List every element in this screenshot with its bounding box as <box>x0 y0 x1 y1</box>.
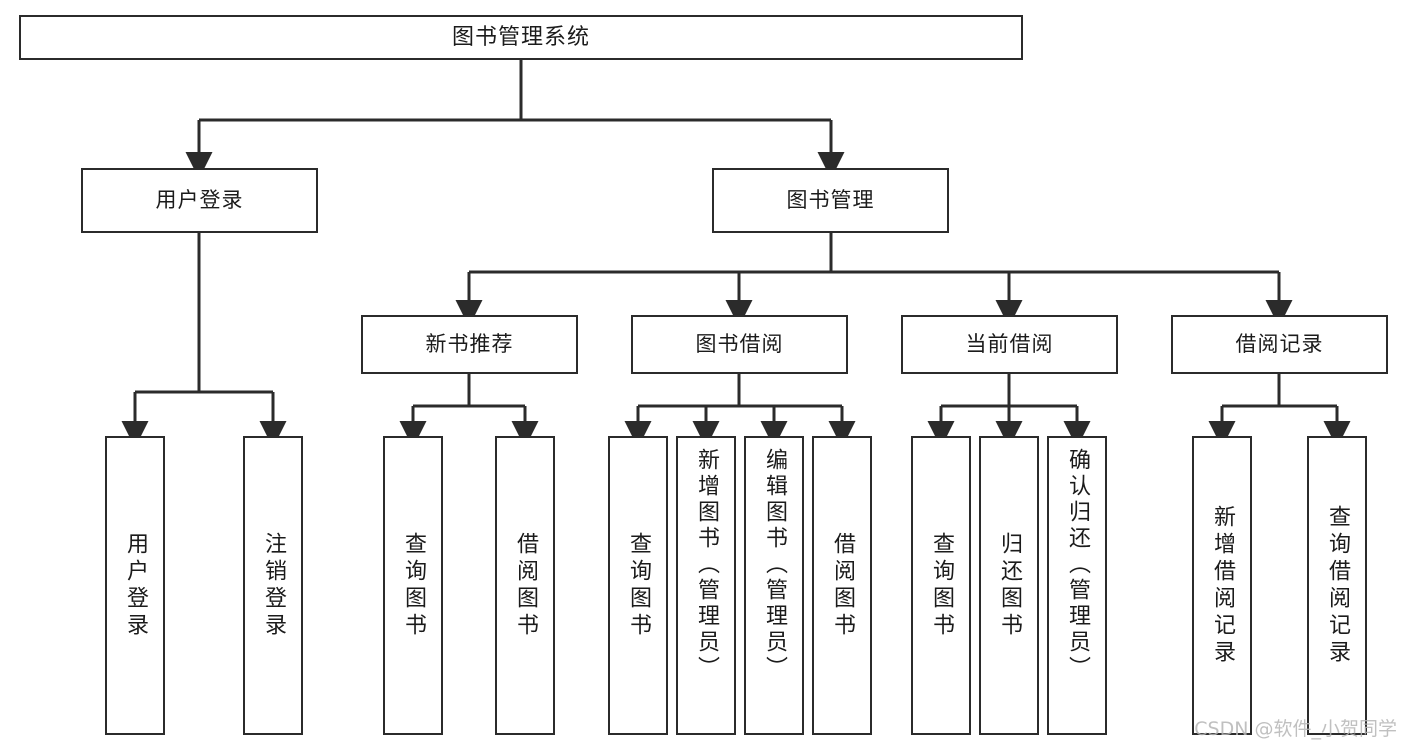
node-root-system[interactable]: 图书管理系统 <box>19 15 1023 60</box>
node-leaf-query-book-1[interactable]: 查询图书 <box>383 436 443 735</box>
node-leaf-add-record[interactable]: 新增借阅记录 <box>1192 436 1252 735</box>
node-leaf-logout-login[interactable]: 注销登录 <box>243 436 303 735</box>
node-label: 确认归还（管理员） <box>1065 448 1090 682</box>
node-label: 新书推荐 <box>425 332 514 357</box>
node-new-book-recommend[interactable]: 新书推荐 <box>361 315 578 374</box>
node-book-manage[interactable]: 图书管理 <box>712 168 949 233</box>
node-label: 借阅图书 <box>513 531 538 640</box>
node-leaf-query-book-2[interactable]: 查询图书 <box>608 436 668 735</box>
node-label: 查询借阅记录 <box>1325 504 1350 667</box>
node-leaf-query-book-3[interactable]: 查询图书 <box>911 436 971 735</box>
node-label: 新增借阅记录 <box>1210 504 1235 667</box>
node-leaf-borrow-book-2[interactable]: 借阅图书 <box>812 436 872 735</box>
node-label: 查询图书 <box>401 531 426 640</box>
node-label: 用户登录 <box>123 531 148 640</box>
node-label: 查询图书 <box>626 531 651 640</box>
node-label: 查询图书 <box>929 531 954 640</box>
node-label: 编辑图书（管理员） <box>762 448 787 682</box>
node-current-borrow[interactable]: 当前借阅 <box>901 315 1118 374</box>
node-label: 图书管理 <box>786 188 875 213</box>
node-leaf-query-record[interactable]: 查询借阅记录 <box>1307 436 1367 735</box>
node-label: 借阅图书 <box>830 531 855 640</box>
node-borrow-record[interactable]: 借阅记录 <box>1171 315 1388 374</box>
node-leaf-confirm-return[interactable]: 确认归还（管理员） <box>1047 436 1107 735</box>
node-leaf-return-book[interactable]: 归还图书 <box>979 436 1039 735</box>
node-label: 注销登录 <box>261 531 286 640</box>
node-leaf-add-book[interactable]: 新增图书（管理员） <box>676 436 736 735</box>
node-user-login[interactable]: 用户登录 <box>81 168 318 233</box>
node-label: 新增图书（管理员） <box>694 448 719 682</box>
node-label: 用户登录 <box>155 188 244 213</box>
node-label: 借阅记录 <box>1235 332 1324 357</box>
node-label: 图书借阅 <box>695 332 784 357</box>
node-leaf-edit-book[interactable]: 编辑图书（管理员） <box>744 436 804 735</box>
watermark-text: CSDN @软件_小贺同学 <box>1194 718 1397 740</box>
node-label: 图书管理系统 <box>451 24 590 50</box>
node-label: 当前借阅 <box>965 332 1054 357</box>
node-leaf-user-login[interactable]: 用户登录 <box>105 436 165 735</box>
node-label: 归还图书 <box>997 531 1022 640</box>
node-leaf-borrow-book-1[interactable]: 借阅图书 <box>495 436 555 735</box>
node-book-borrow[interactable]: 图书借阅 <box>631 315 848 374</box>
